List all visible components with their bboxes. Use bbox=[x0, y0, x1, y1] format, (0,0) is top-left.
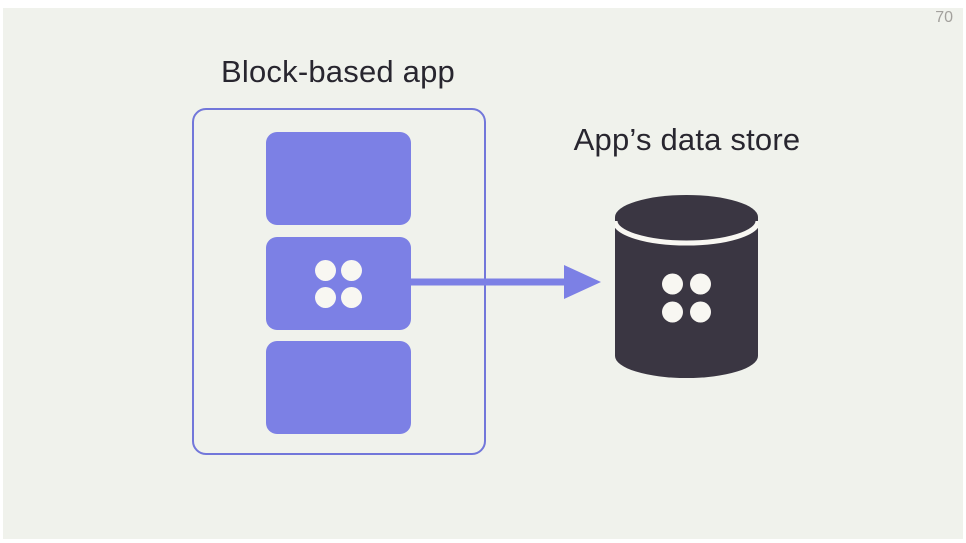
app-data-store-title: App’s data store bbox=[573, 122, 801, 157]
app-block-top bbox=[266, 132, 411, 225]
data-dots-icon bbox=[315, 259, 362, 308]
dot-icon bbox=[315, 286, 336, 308]
data-flow-arrow-icon bbox=[409, 265, 601, 299]
page-number: 70 bbox=[935, 9, 953, 26]
slide: 70 Block-based app App’s data store bbox=[3, 8, 963, 539]
database-icon bbox=[615, 195, 758, 378]
database-dots-icon bbox=[662, 273, 711, 323]
app-outline-box bbox=[192, 108, 486, 455]
dot-icon bbox=[315, 259, 336, 281]
app-block-middle bbox=[266, 237, 411, 330]
block-based-app-title: Block-based app bbox=[221, 54, 455, 89]
dot-icon bbox=[341, 259, 362, 281]
app-block-bottom bbox=[266, 341, 411, 434]
dot-icon bbox=[341, 286, 362, 308]
